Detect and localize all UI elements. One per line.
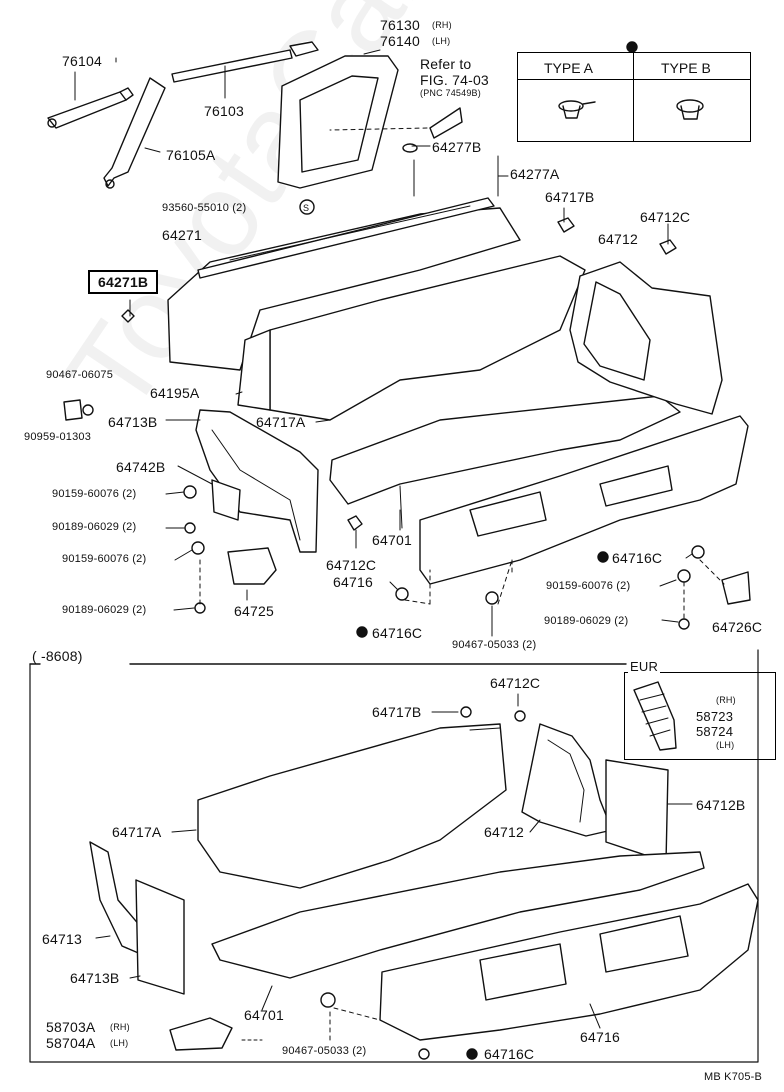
lower-label-64712c: 64712C [490, 675, 541, 691]
lower-64701-drawing [211, 851, 705, 979]
label-64717a: 64717A [256, 414, 306, 430]
label-90189-06029-b: 90189-06029 (2) [62, 604, 147, 616]
part-76105a-drawing [103, 77, 166, 189]
lower-label-64701: 64701 [244, 1007, 284, 1023]
part-64717a-drawing [237, 255, 586, 421]
label-64271b-highlighted: 64271B [88, 270, 159, 294]
lower-64717a-drawing [197, 723, 507, 889]
lower-label-64712b: 64712B [696, 797, 746, 813]
label-76130: 76130 [380, 17, 420, 33]
label-64712c-mid: 64712C [326, 557, 377, 573]
lower-label-58704a: 58704A [46, 1035, 96, 1051]
type-table: TYPE A TYPE B [517, 52, 751, 142]
refer-note-line1: Refer to [420, 56, 472, 72]
lower-label-58703a-rh: (RH) [110, 1022, 130, 1032]
lower-64716-drawing [379, 883, 759, 1041]
filled-circle-marker-icon [626, 41, 638, 53]
part-64716-drawing [419, 415, 749, 585]
label-76140-lh: (LH) [432, 36, 451, 46]
part-76130-drawing [277, 49, 399, 189]
lower-label-64717a: 64717A [112, 824, 162, 840]
label-64716c-a: 64716C [372, 625, 423, 641]
part-64712-drawing [569, 261, 723, 415]
label-76104: 76104 [62, 53, 102, 69]
lower-64712-drawing [521, 723, 613, 837]
part-58723-label: 58723 [696, 709, 734, 724]
label-64277a: 64277A [510, 166, 560, 182]
lower-label-64712: 64712 [484, 824, 524, 840]
label-90467-06075: 90467-06075 [46, 369, 114, 381]
lower-label-58704a-lh: (LH) [110, 1038, 129, 1048]
lower-label-64716c: 64716C [484, 1046, 535, 1062]
label-64725: 64725 [234, 603, 274, 619]
lower-64712b-drawing [605, 759, 669, 863]
refer-note-line2: FIG. 74-03 [420, 72, 489, 88]
label-64742b: 64742B [116, 459, 166, 475]
lower-label-64716: 64716 [580, 1029, 620, 1045]
refer-plate-drawing [429, 107, 463, 139]
eur-rh-note: (RH) [716, 695, 736, 705]
part-64713b-drawing [169, 409, 319, 553]
type-a-clip-icon [558, 100, 596, 119]
part-58724-label: 58724 [696, 724, 734, 739]
part-64701-drawing [329, 395, 681, 529]
lower-label-64713b: 64713B [70, 970, 120, 986]
label-64712: 64712 [598, 231, 638, 247]
refer-note-line3: (PNC 74549B) [420, 88, 481, 98]
label-64716: 64716 [333, 574, 373, 590]
label-64712c-top: 64712C [640, 209, 691, 225]
label-64717b: 64717B [545, 189, 595, 205]
footer-code: MB K705-B [704, 1071, 763, 1083]
label-90159-60076-c: 90159-60076 (2) [546, 580, 631, 592]
label-76130-rh: (RH) [432, 20, 452, 30]
label-90189-06029-c: 90189-06029 (2) [544, 615, 629, 627]
lower-label-64713: 64713 [42, 931, 82, 947]
label-64277b: 64277B [432, 139, 482, 155]
label-64195a: 64195A [150, 385, 200, 401]
eur-box [624, 672, 776, 760]
section-marker: ( -8608) [32, 648, 83, 664]
eur-lh-note: (LH) [716, 740, 735, 750]
label-90467-05033: 90467-05033 (2) [452, 639, 537, 651]
lower-label-64717b: 64717B [372, 704, 422, 720]
circle-s-marker-icon [299, 199, 315, 215]
eur-label: EUR [628, 659, 661, 674]
label-64271: 64271 [162, 227, 202, 243]
lower-label-90467-05033: 90467-05033 (2) [282, 1045, 367, 1057]
label-93560-55010: 93560-55010 (2) [162, 202, 247, 214]
lower-label-58703a: 58703A [46, 1019, 96, 1035]
type-table-divider [633, 53, 634, 141]
label-90159-60076-a: 90159-60076 (2) [52, 488, 137, 500]
type-b-label: TYPE B [661, 60, 711, 76]
type-a-label: TYPE A [544, 60, 594, 76]
label-90159-60076-b: 90159-60076 (2) [62, 553, 147, 565]
label-64713b: 64713B [108, 414, 158, 430]
type-b-clip-icon [676, 99, 704, 120]
label-76140: 76140 [380, 33, 420, 49]
part-76104-drawing [47, 71, 134, 129]
part-76103-drawing [171, 41, 319, 99]
label-64701: 64701 [372, 532, 412, 548]
label-64716c-b: 64716C [612, 550, 663, 566]
label-76103: 76103 [204, 103, 244, 119]
type-table-header [518, 53, 750, 80]
svg-text:S: S [303, 203, 309, 213]
label-90189-06029-a: 90189-06029 (2) [52, 521, 137, 533]
label-64726c: 64726C [712, 619, 763, 635]
part-64271-drawing [167, 197, 521, 371]
label-76105a: 76105A [166, 147, 216, 163]
label-90959-01303: 90959-01303 [24, 431, 92, 443]
